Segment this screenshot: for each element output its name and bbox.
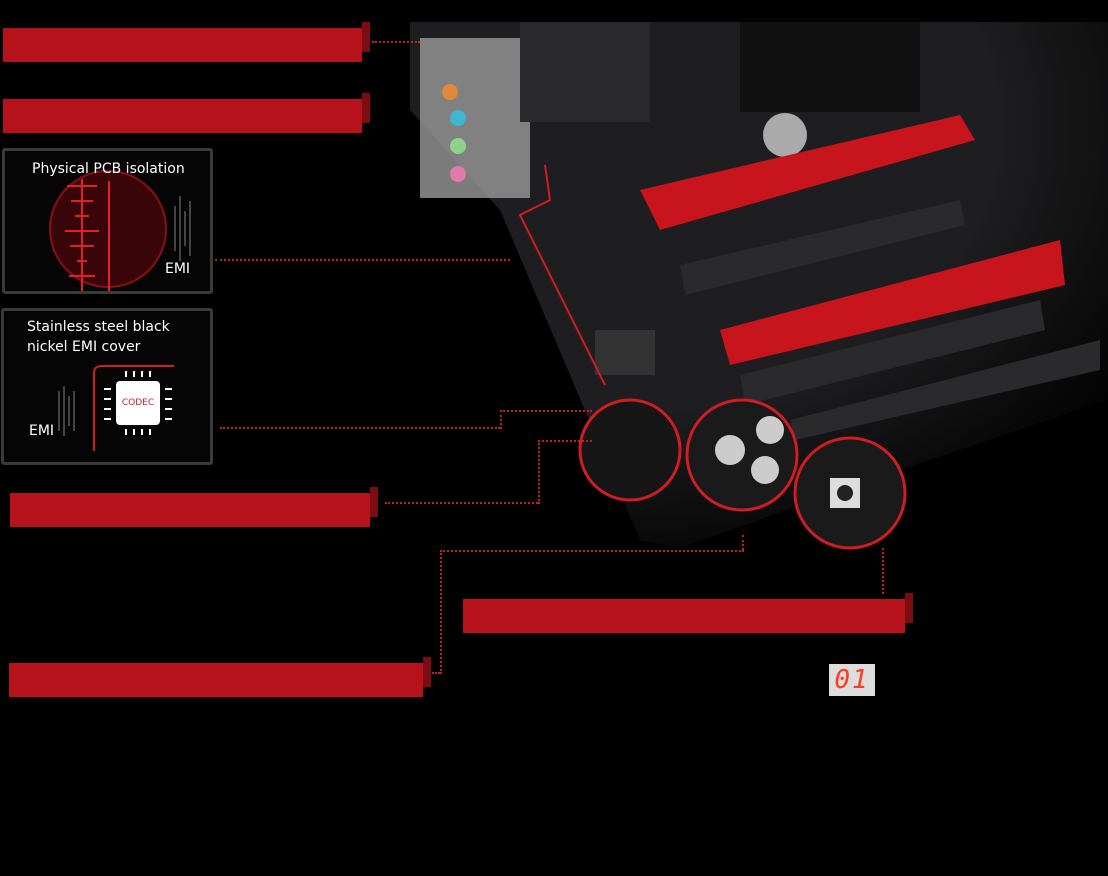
- pcie-slot: [720, 240, 1065, 365]
- codec-label: CODEC: [121, 398, 155, 408]
- leader-line: [220, 427, 500, 429]
- feature-banner-2: [3, 93, 370, 133]
- leader-line: [882, 548, 884, 594]
- leader-line: [440, 550, 744, 674]
- feature-banner-4: [463, 593, 913, 633]
- pcb-isolation-illustration: [49, 170, 191, 291]
- emi-cover-title-line2: nickel EMI cover: [27, 339, 141, 355]
- leader-line: [215, 259, 510, 261]
- pcb-isolation-card: Physical PCB isolation EMI: [2, 148, 213, 294]
- emi-label: EMI: [29, 423, 55, 439]
- zoom-circle-pcb: [578, 398, 682, 502]
- leader-line: [372, 41, 420, 43]
- io-panel: [420, 38, 530, 198]
- leader-line: [500, 410, 592, 429]
- emi-cover-card: Stainless steel black nickel EMI cover E…: [1, 308, 213, 465]
- leader-line: [742, 535, 744, 550]
- leader-line: [385, 502, 538, 504]
- pcie-slot: [640, 115, 975, 230]
- feature-banner-5: [9, 657, 431, 697]
- leader-line: [432, 672, 440, 674]
- leader-line: [538, 440, 592, 504]
- emi-label: EMI: [165, 261, 191, 277]
- codec-chip-illustration: [58, 365, 174, 451]
- debug-led-display: 01: [829, 664, 875, 696]
- feature-banner-3: [10, 487, 378, 527]
- feature-banner-1: [3, 22, 370, 62]
- pcb-isolation-title: Physical PCB isolation: [32, 161, 185, 177]
- emi-cover-title-line1: Stainless steel black: [27, 319, 170, 335]
